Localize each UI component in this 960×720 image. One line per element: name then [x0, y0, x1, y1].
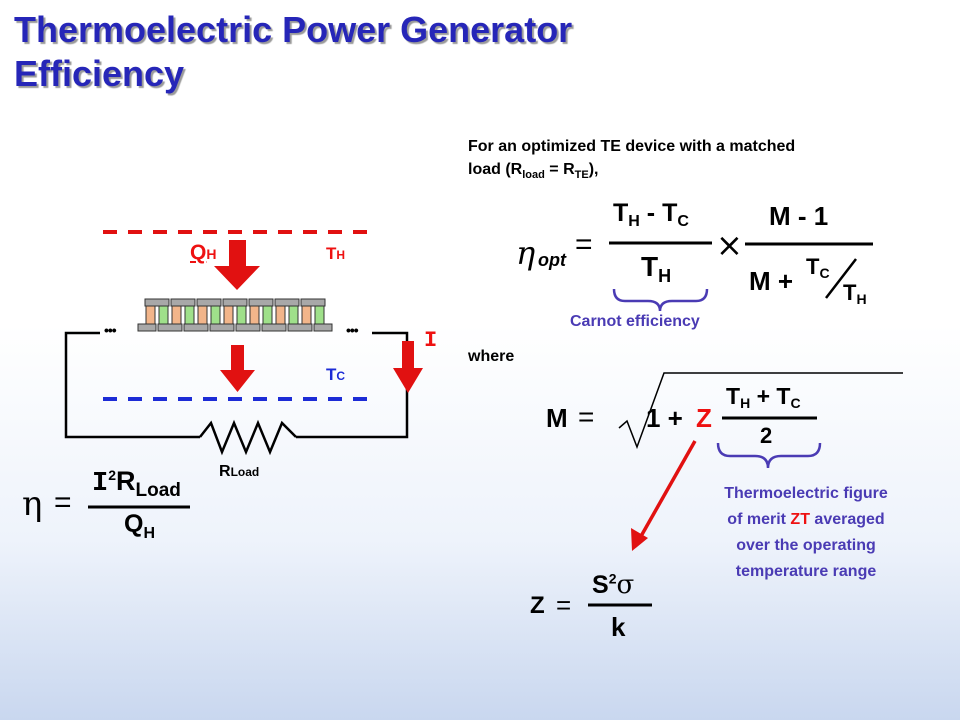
m-symbol: M: [546, 403, 568, 433]
z-pointer-line: [638, 440, 697, 539]
eta-equals: =: [54, 486, 72, 519]
heat-in-arrow: [214, 240, 260, 290]
intro-line-2: load (Rload = RTE),: [468, 161, 599, 181]
zt-note-line-4: temperature range: [735, 563, 877, 580]
te-module: [137, 298, 333, 332]
resistor-zigzag: [199, 419, 297, 456]
te-leg: [223, 305, 234, 325]
tc-th-slash: [825, 258, 857, 299]
te-leg: [288, 305, 299, 325]
top-connector: [274, 298, 300, 307]
zt-note-line-2: of merit ZT averaged: [727, 511, 885, 528]
zt-brace-icon: [716, 442, 822, 469]
eta-opt-equals: =: [575, 228, 593, 261]
te-leg: [262, 305, 273, 325]
top-connector: [300, 298, 326, 307]
te-leg: [158, 305, 169, 325]
heat-out-arrow: [220, 345, 255, 392]
circuit-wire-right: [296, 331, 409, 439]
bottom-connector: [137, 323, 157, 332]
top-connector: [196, 298, 222, 307]
r-load-label: RLoad: [219, 463, 260, 480]
te-leg: [314, 305, 325, 325]
te-leg: [301, 305, 312, 325]
title-line-2: Efficiency: [14, 53, 185, 94]
top-connector: [222, 298, 248, 307]
te-leg: [275, 305, 286, 325]
title-line-1: Thermoelectric Power Generator: [14, 9, 573, 50]
bottom-connector: [261, 323, 287, 332]
z-numerator: S2σ: [592, 570, 635, 600]
intro-line-1: For an optimized TE device with a matche…: [468, 138, 796, 155]
bottom-connector: [157, 323, 183, 332]
te-leg: [184, 305, 195, 325]
carnot-brace-icon: [612, 288, 709, 312]
zt-note: Thermoelectric figure of merit ZT averag…: [694, 481, 918, 585]
sqrt-sign-icon: [618, 372, 903, 450]
t-c-label: TC: [326, 365, 346, 384]
current-label: I: [424, 328, 438, 353]
top-connector: [170, 298, 196, 307]
carnot-label: Carnot efficiency: [570, 313, 700, 330]
z-symbol: Z: [530, 592, 545, 619]
eta-numerator: I2RLoad: [92, 466, 181, 501]
th-under: TH: [843, 280, 867, 307]
top-connector: [144, 298, 170, 307]
m-plus: M +: [749, 266, 794, 296]
m-equals: =: [578, 401, 595, 432]
te-leg: [236, 305, 247, 325]
z-denominator: k: [611, 612, 626, 642]
carnot-denominator: TH: [641, 251, 672, 286]
eta-denominator: QH: [124, 510, 156, 542]
bottom-connector: [183, 323, 209, 332]
current-arrow: [393, 341, 423, 393]
top-connector: [248, 298, 274, 307]
left-ellipsis: •••: [104, 322, 117, 338]
right-ellipsis: •••: [346, 322, 359, 338]
t-h-label: TH: [326, 244, 346, 263]
te-leg: [171, 305, 182, 325]
bottom-connector: [287, 323, 313, 332]
tc-over: TC: [806, 254, 830, 281]
one-plus: 1 +: [646, 403, 683, 433]
te-leg: [210, 305, 221, 325]
times-symbol: ×: [716, 226, 743, 264]
zt-note-line-1: Thermoelectric figure: [724, 485, 888, 502]
zt-note-line-3: over the operating: [736, 537, 876, 554]
m-minus-1: M - 1: [769, 201, 829, 231]
z-pointer-arrowhead: [631, 528, 648, 551]
page-title: Thermoelectric Power Generator Efficienc…: [14, 8, 572, 96]
eta-opt-subscript: opt: [538, 250, 566, 270]
eta-symbol: η: [22, 484, 43, 524]
circuit-wire: [64, 331, 200, 439]
bottom-connector: [235, 323, 261, 332]
te-leg: [249, 305, 260, 325]
m-denominator: 2: [760, 423, 773, 448]
te-leg: [197, 305, 208, 325]
m-numerator: TH + TC: [726, 383, 801, 411]
te-leg: [145, 305, 156, 325]
q-h-label: QH: [190, 241, 217, 264]
carnot-numerator: TH - TC: [613, 199, 689, 230]
eta-opt-symbol: η: [516, 234, 536, 272]
bottom-connector: [313, 323, 333, 332]
z-red: Z: [696, 403, 712, 433]
where-label: where: [468, 348, 515, 365]
z-equals: =: [556, 590, 572, 620]
bottom-connector: [209, 323, 235, 332]
